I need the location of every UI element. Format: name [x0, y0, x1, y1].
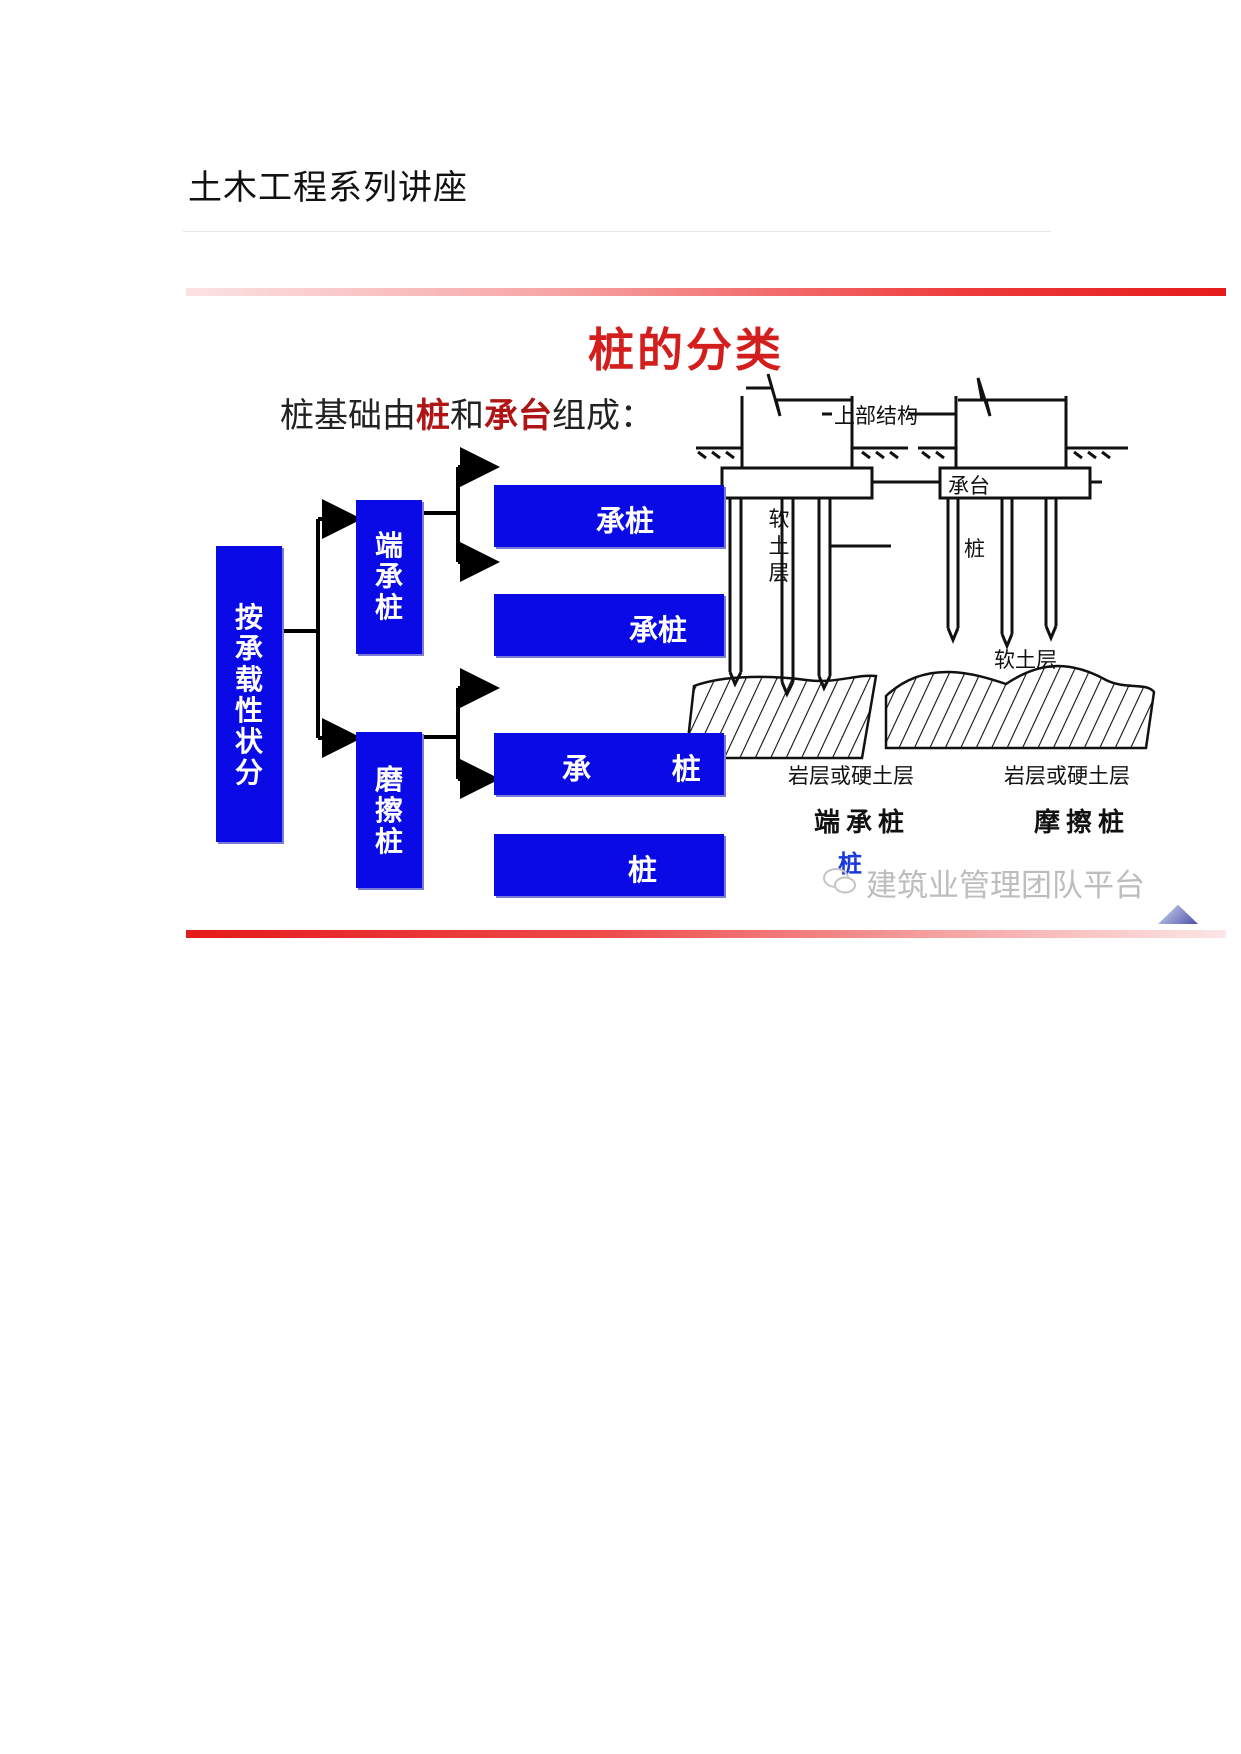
wechat-icon	[823, 868, 856, 894]
subtitle-text-1: 桩基础由	[280, 396, 416, 436]
friction-char: 擦	[374, 794, 403, 827]
subtitle-cap: 承台	[484, 396, 552, 436]
subtitle-text-2: 和	[450, 396, 484, 436]
slide-top-bar	[186, 288, 1226, 296]
friction-char: 桩	[374, 825, 403, 858]
label-rock-right: 岩层或硬土层	[1004, 764, 1130, 788]
soft-soil-char: 层	[768, 561, 790, 585]
root-char: 分	[234, 756, 263, 789]
end-bearing-char: 承	[374, 560, 403, 593]
end-bearing-box: 端 承 桩	[356, 500, 422, 654]
leaf-box-4: 桩	[494, 834, 724, 896]
end-bearing-char: 端	[374, 529, 403, 562]
tree-connectors	[282, 447, 500, 799]
soft-soil-char: 土	[768, 534, 790, 558]
soft-soil-char: 软	[768, 507, 790, 531]
leaf-label-1: 承桩	[596, 504, 655, 538]
root-char: 性	[234, 694, 263, 727]
friction-char: 磨	[374, 763, 403, 796]
friction-pile-drawing	[906, 377, 1128, 650]
leaf-box-1: 承桩	[494, 485, 724, 547]
leaf-label-3: 承 桩	[562, 752, 701, 786]
slide-drawing	[282, 373, 1156, 799]
root-char: 承	[234, 632, 263, 665]
label-pile: 桩	[964, 537, 985, 561]
friction-rock-layer	[884, 664, 1156, 750]
title-divider	[183, 231, 1051, 232]
page-title: 土木工程系列讲座	[188, 168, 468, 208]
caption-friction: 摩擦桩	[1034, 808, 1131, 838]
root-char: 按	[234, 601, 263, 634]
leaf-box-2: 承桩	[494, 594, 724, 656]
end-bearing-char: 桩	[374, 591, 403, 624]
watermark-text: 建筑业管理团队平台	[866, 868, 1145, 904]
label-soft-soil-vertical: 软 土 层	[767, 506, 791, 587]
leaf-box-3: 承 桩	[494, 733, 724, 795]
friction-box: 磨 擦 桩	[356, 732, 422, 888]
root-char: 载	[234, 663, 263, 696]
label-rock-left: 岩层或硬土层	[788, 764, 914, 788]
slide-image: 桩的分类 桩基础由桩和承台组成：	[186, 288, 1226, 938]
root-char: 状	[234, 725, 263, 758]
root-classification-box: 按 承 载 性 状 分	[216, 546, 282, 842]
slide-title: 桩的分类	[588, 323, 784, 377]
label-soft-soil: 软土层	[994, 648, 1057, 672]
slide-subtitle: 桩基础由桩和承台组成：	[280, 388, 654, 437]
subtitle-text-3: 组成：	[552, 396, 654, 436]
leaf-label-4: 桩	[628, 853, 658, 887]
label-superstructure: 上部结构	[834, 404, 918, 428]
label-cap: 承台	[948, 474, 990, 498]
end-bearing-rock-layer	[684, 674, 878, 760]
leaf-label-2: 承桩	[629, 613, 688, 647]
pile-mark: 桩	[838, 850, 862, 878]
subtitle-pile: 桩	[416, 396, 450, 436]
caption-end-bearing: 端承桩	[814, 808, 911, 838]
slide-bottom-bar	[186, 930, 1226, 938]
